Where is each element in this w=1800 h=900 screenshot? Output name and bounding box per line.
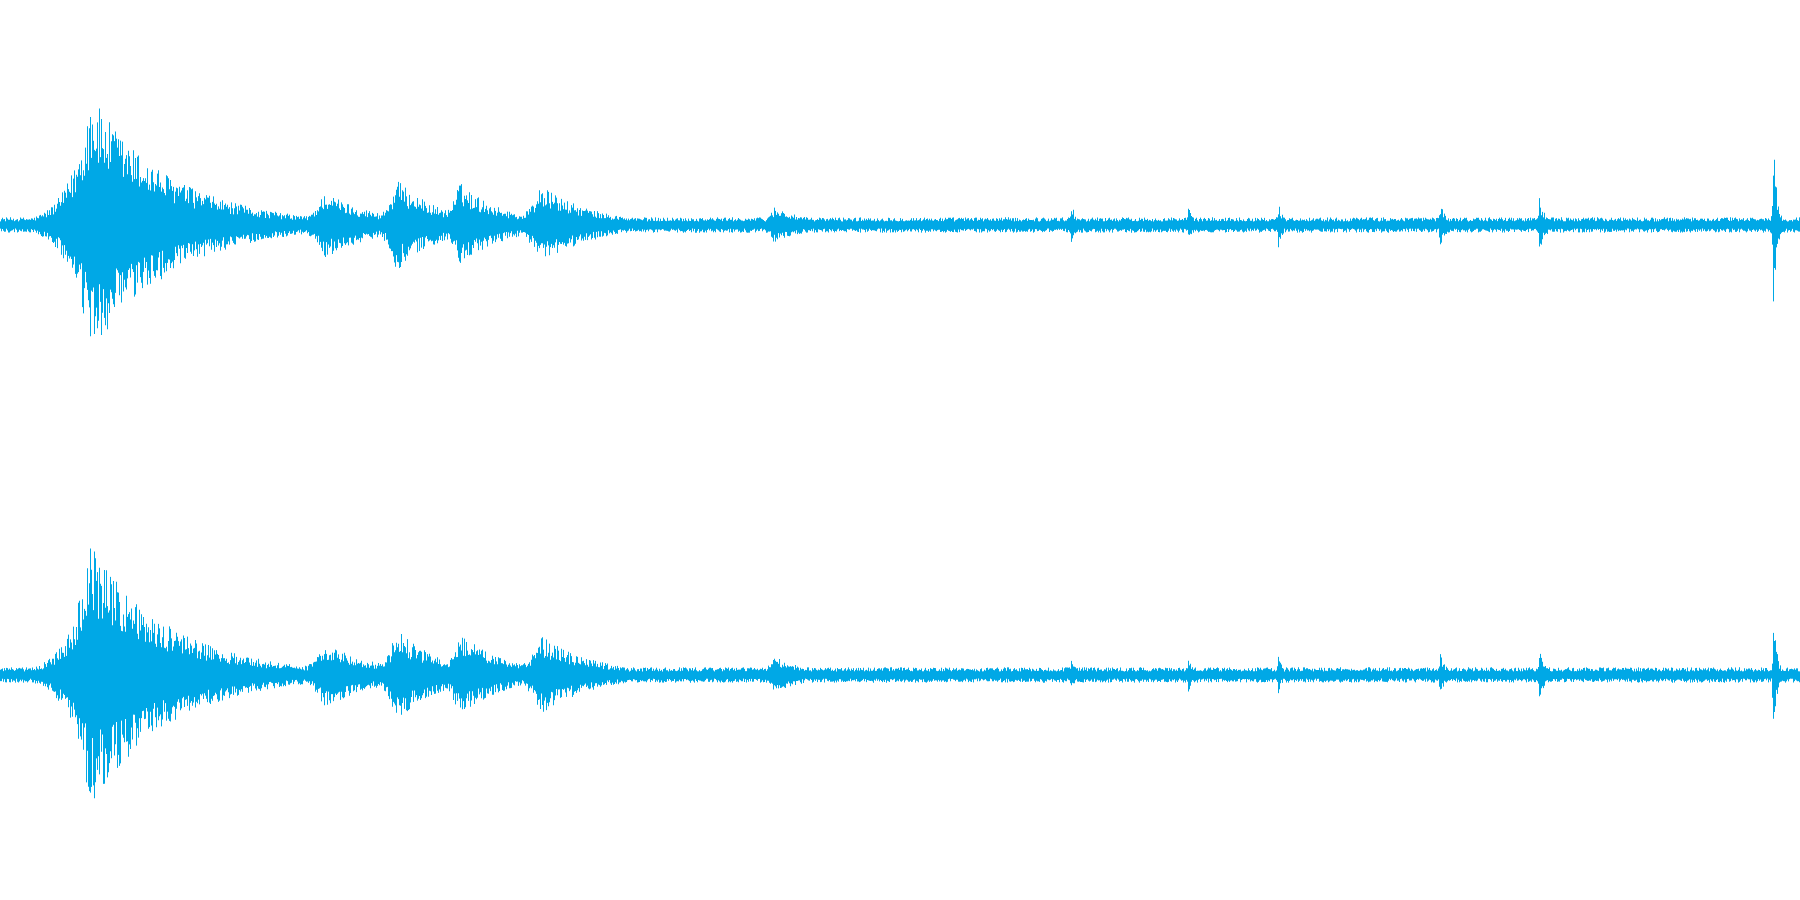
waveform-trace bbox=[0, 108, 1800, 337]
waveform-channel-1-svg bbox=[0, 108, 1800, 337]
waveform-channel-2-svg bbox=[0, 548, 1800, 799]
waveform-channel-1 bbox=[0, 75, 1800, 375]
waveform-trace bbox=[0, 548, 1800, 799]
waveform-channel-2 bbox=[0, 525, 1800, 825]
